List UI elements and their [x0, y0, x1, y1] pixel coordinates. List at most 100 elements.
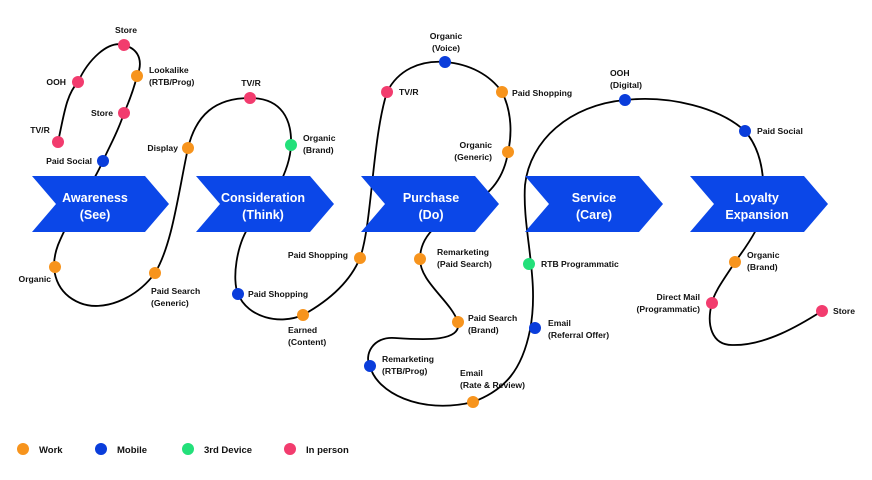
touchpoint-label: TV/R [241, 78, 261, 88]
touchpoint-label: Organic (Generic) [454, 140, 492, 162]
touchpoint-dot [118, 107, 130, 119]
touchpoint-label-line: Organic [19, 274, 52, 284]
stage-chevron-awareness: Awareness (See) [32, 176, 169, 232]
touchpoint-dot [729, 256, 741, 268]
touchpoint: Organic (Voice) [430, 31, 463, 68]
touchpoint-dot [354, 252, 366, 264]
touchpoint-label-line: TV/R [241, 78, 261, 88]
touchpoint-label: TV/R [30, 125, 50, 135]
legend-label: In person [306, 445, 349, 456]
touchpoint-label-line: Organic [460, 140, 493, 150]
touchpoint: Organic(Brand) [729, 250, 780, 272]
touchpoint-dot [706, 297, 718, 309]
stage-label-line2: (Care) [576, 208, 612, 222]
touchpoint-label-line: (Rate & Review) [460, 380, 525, 390]
touchpoint-label-line: (Voice) [432, 43, 460, 53]
touchpoint-label: Direct Mail (Programmatic) [636, 292, 700, 314]
touchpoint-label-line: Paid Social [757, 126, 803, 136]
touchpoint-label-line: (Generic) [454, 152, 492, 162]
stage-label-line1: Purchase [403, 191, 459, 205]
touchpoint-label: Store [833, 306, 855, 316]
touchpoint-label: Email(Referral Offer) [548, 318, 609, 340]
touchpoint-label-line: Store [91, 108, 113, 118]
touchpoint-label-line: Remarketing [437, 247, 489, 257]
legend-item-3rd-device: 3rd Device [182, 443, 252, 456]
touchpoint-dot [72, 76, 84, 88]
touchpoint-dot [131, 70, 143, 82]
touchpoint: Email(Rate & Review) [460, 368, 525, 408]
touchpoint-dot [182, 142, 194, 154]
touchpoint: Paid Shopping [496, 86, 572, 98]
legend-label: 3rd Device [204, 445, 252, 456]
touchpoint-label-line: Lookalike [149, 65, 189, 75]
stage-chevron-service: Service (Care) [525, 176, 663, 232]
touchpoint-label-line: Direct Mail [657, 292, 700, 302]
touchpoint-label: OOH [46, 77, 66, 87]
touchpoint-dot [97, 155, 109, 167]
touchpoint-dot [118, 39, 130, 51]
touchpoint: Display [147, 142, 194, 154]
touchpoint-label: Store [91, 108, 113, 118]
touchpoint-dot [467, 396, 479, 408]
touchpoint-dot [439, 56, 451, 68]
touchpoint-dot [496, 86, 508, 98]
touchpoint-dot [523, 258, 535, 270]
touchpoint-label-line: (Programmatic) [636, 304, 700, 314]
touchpoint-label: Paid Shopping [288, 250, 348, 260]
touchpoint: Store [91, 107, 130, 119]
touchpoint-label: Earned(Content) [288, 325, 326, 347]
touchpoint-label-line: TV/R [30, 125, 50, 135]
touchpoint-label-line: Paid Shopping [288, 250, 348, 260]
touchpoint-dot [52, 136, 64, 148]
touchpoint-label-line: (Referral Offer) [548, 330, 609, 340]
legend-item-in-person: In person [284, 443, 349, 456]
legend: Work Mobile 3rd Device In person [17, 443, 349, 456]
touchpoint: Paid Shopping [232, 288, 308, 300]
touchpoint-label-line: RTB Programmatic [541, 259, 619, 269]
touchpoint-label-line: (RTB/Prog) [149, 77, 194, 87]
touchpoint-label-line: (Generic) [151, 298, 189, 308]
stage-chevron-purchase: Purchase (Do) [361, 176, 499, 232]
touchpoint-dot [244, 92, 256, 104]
touchpoint: Direct Mail (Programmatic) [636, 292, 718, 314]
touchpoint: TV/R [30, 125, 64, 148]
touchpoint-label-line: Paid Social [46, 156, 92, 166]
touchpoint: Paid Search(Generic) [149, 267, 200, 308]
touchpoint-label: Paid Shopping [248, 289, 308, 299]
touchpoint-label: Lookalike (RTB/Prog) [149, 65, 194, 87]
touchpoint: Paid Social [46, 155, 109, 167]
touchpoint: Paid Shopping [288, 250, 366, 264]
touchpoint-dot [816, 305, 828, 317]
stage-chevron-consideration: Consideration (Think) [196, 176, 334, 232]
touchpoint-label-line: (Brand) [303, 145, 334, 155]
legend-label: Work [39, 445, 63, 456]
stage-label-line1: Loyalty [735, 191, 779, 205]
touchpoint-label: Paid Social [46, 156, 92, 166]
touchpoint: Store [115, 25, 137, 51]
touchpoint: Remarketing(RTB/Prog) [364, 354, 434, 376]
touchpoint-dot [149, 267, 161, 279]
touchpoint: Paid Search(Brand) [452, 313, 517, 335]
touchpoint-label: Organic(Brand) [303, 133, 336, 155]
touchpoint-dot [619, 94, 631, 106]
touchpoint: Organic(Brand) [285, 133, 336, 155]
stage-label-line1: Consideration [221, 191, 305, 205]
touchpoint-label-line: Organic [430, 31, 463, 41]
touchpoint: Organic [19, 261, 61, 284]
touchpoint: Email(Referral Offer) [529, 318, 609, 340]
legend-dot [182, 443, 194, 455]
touchpoint: Organic (Generic) [454, 140, 514, 162]
stage-label-line2: Expansion [725, 208, 788, 222]
touchpoint-label: Store [115, 25, 137, 35]
touchpoint: Earned(Content) [288, 309, 326, 347]
stage-label-line2: (Do) [419, 208, 444, 222]
touchpoint-label-line: TV/R [399, 87, 419, 97]
touchpoint-label-line: OOH [46, 77, 66, 87]
touchpoint-label: Email(Rate & Review) [460, 368, 525, 390]
touchpoint-label: RTB Programmatic [541, 259, 619, 269]
touchpoint-label-line: Remarketing [382, 354, 434, 364]
touchpoint: OOH(Digital) [610, 68, 642, 106]
touchpoint-label-line: Earned [288, 325, 317, 335]
